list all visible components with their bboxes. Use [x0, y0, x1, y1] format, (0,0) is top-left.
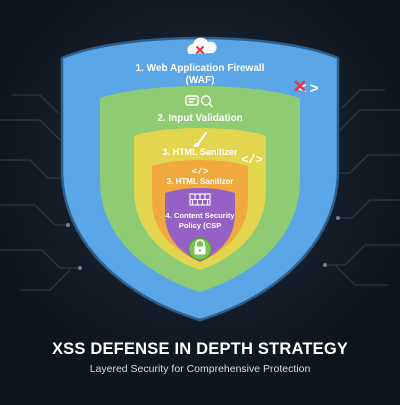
code-brush-icon [193, 131, 208, 148]
code-tag-badge: </> [241, 153, 263, 167]
layer-input-validation-label: 2. Input Validation [157, 113, 243, 124]
circuit-lines [0, 89, 400, 291]
lock-badge [188, 237, 212, 261]
layer-labels: 1. Web Application Firewall (WAF) 2. Inp… [136, 63, 265, 230]
layer-csp-label-line1: 4. Content Security [165, 211, 235, 220]
firewall-icon [189, 193, 211, 206]
input-validation-icon [185, 95, 213, 108]
blocked-code-badge: < > [294, 80, 319, 98]
cloud-blocked-icon [187, 37, 217, 54]
layer-waf-label-line1: 1. Web Application Firewall [136, 63, 265, 74]
blocked-code-right-bracket: > [309, 81, 318, 98]
diagram-subtitle: Layered Security for Comprehensive Prote… [89, 363, 311, 375]
layer-csp [165, 188, 235, 262]
layer-csp-label-line2: Policy (CSP [179, 221, 222, 230]
layer-waf-label-line2: (WAF) [186, 75, 215, 86]
code-tag-icon: </> [191, 166, 208, 177]
layer-html-sanitizer-inner-label: 3. HTML Sanitizer [167, 177, 234, 186]
diagram-title: XSS DEFENSE IN DEPTH STRATEGY [51, 340, 349, 358]
layer-html-sanitizer-outer-label: 3. HTML Sanitizer [163, 147, 238, 157]
